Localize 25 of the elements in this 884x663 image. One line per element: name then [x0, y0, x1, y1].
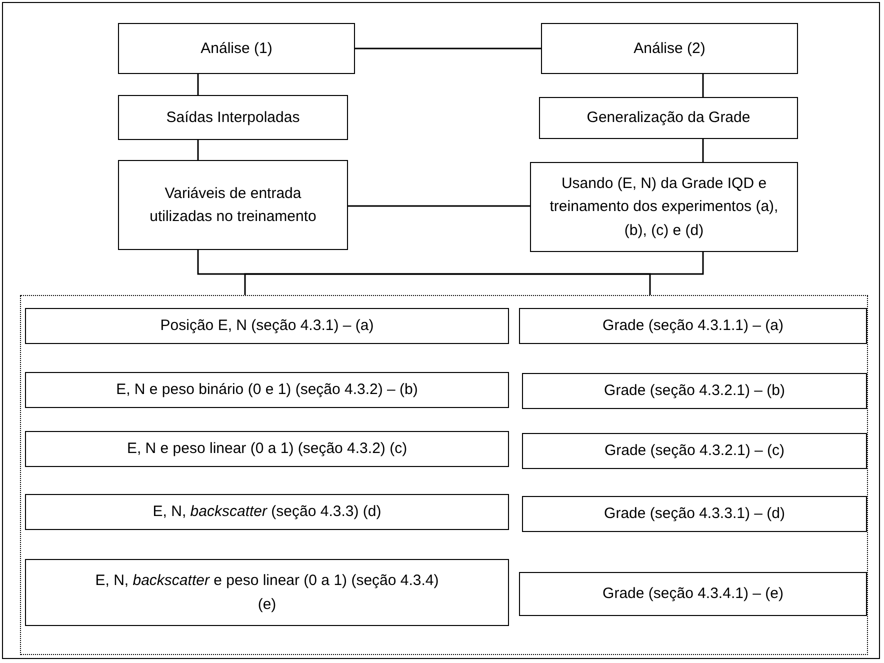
process-box: E, N, backscatter (seção 4.3.3) (d) [25, 494, 509, 530]
process-box: Grade (seção 4.3.3.1) – (d) [522, 496, 867, 532]
connector-line [244, 252, 704, 295]
process-box: Grade (seção 4.3.4.1) – (e) [519, 572, 867, 616]
process-box: Análise (1) [118, 23, 355, 74]
connector-line [355, 48, 541, 50]
connector-line [702, 74, 704, 97]
process-box: Posição E, N (seção 4.3.1) – (a) [25, 308, 509, 344]
process-box: Usando (E, N) da Grade IQD e treinamento dos experimentos (a), (b), (c) e (d) [530, 162, 798, 252]
process-box: Grade (seção 4.3.1.1) – (a) [519, 308, 867, 344]
dotted-group-box [20, 295, 868, 655]
connector-line [197, 250, 651, 295]
connector-line [702, 139, 704, 162]
process-box: E, N, backscatter e peso linear (0 a 1) (seção 4.3.4) (e) [25, 559, 509, 626]
connector-line [197, 74, 199, 95]
process-box: Grade (seção 4.3.2.1) – (b) [522, 373, 867, 409]
process-box: Variáveis de entrada utilizadas no treinamento [118, 160, 348, 250]
process-box: E, N e peso linear (0 a 1) (seção 4.3.2) (c) [25, 431, 509, 467]
connector-line [348, 205, 530, 207]
process-box: Generalização da Grade [539, 97, 798, 139]
process-box: E, N e peso binário (0 e 1) (seção 4.3.2) – (b) [25, 372, 509, 408]
connector-line [197, 140, 199, 160]
process-box: Saídas Interpoladas [118, 95, 348, 140]
process-box: Análise (2) [541, 23, 798, 74]
process-box: Grade (seção 4.3.2.1) – (c) [522, 433, 867, 469]
